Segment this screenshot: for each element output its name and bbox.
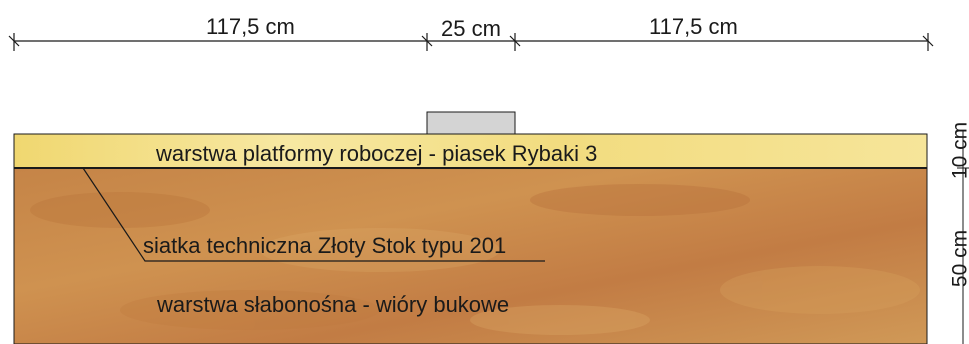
dimension-line-horizontal — [8, 33, 934, 51]
platform-layer-label: warstwa platformy roboczej - piasek Ryba… — [156, 141, 598, 166]
dimension-label-left: 117,5 cm — [206, 14, 295, 39]
dimension-line-vertical — [957, 130, 969, 344]
thickness-label-top: 10 cm — [948, 121, 969, 180]
platform-layer — [14, 134, 927, 168]
layer-outlines — [13, 133, 928, 344]
geogrid-leader — [82, 167, 545, 262]
geogrid-label: siatka techniczna Złoty Stok typu 201 — [143, 233, 507, 258]
load-plate — [426, 111, 516, 135]
subsoil-layer-label: warstwa słabonośna - wióry bukowe — [157, 292, 510, 317]
dimension-label-center: 25 cm — [441, 16, 501, 41]
subsoil-layer — [14, 168, 927, 344]
dimension-label-right: 117,5 cm — [649, 14, 738, 39]
thickness-label-bottom: 50 cm — [948, 229, 969, 288]
